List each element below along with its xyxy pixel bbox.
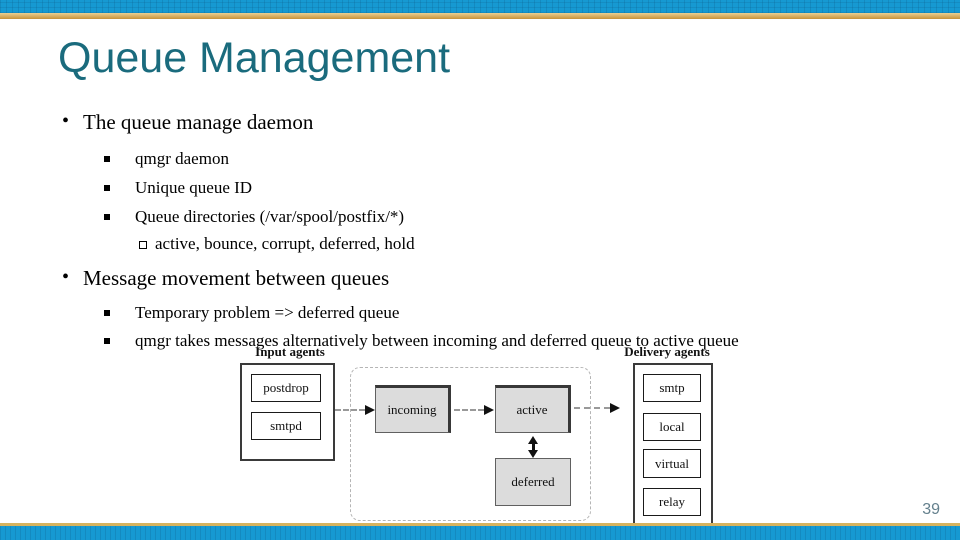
virtual-box: virtual [643,449,701,478]
deferred-queue-box: deferred [495,458,571,506]
arrow-active-to-delivery [574,407,610,409]
smtpd-box: smtpd [251,412,321,440]
smtpd-label: smtpd [270,418,302,433]
arrow-input-to-incoming [335,409,365,411]
arrowhead-icon [365,405,375,415]
relay-label: relay [659,494,685,509]
bullet-hollow-square-icon [139,241,147,249]
queue-region-dashed-box [350,367,591,521]
local-label: local [659,419,685,434]
bullet-square-icon [104,185,110,191]
item-text: qmgr takes messages alternatively betwee… [135,331,739,350]
local-box: local [643,413,701,441]
top-gold-bar [0,13,960,19]
page-title: Queue Management [58,34,451,82]
arrowhead-icon [484,405,494,415]
arrowhead-up-icon [528,436,538,444]
active-deferred-link [532,442,535,452]
deferred-label: deferred [511,474,555,489]
delivery-agents-label: Delivery agents [624,344,710,359]
bullet-round: • [62,266,70,288]
item-text: active, bounce, corrupt, deferred, hold [155,234,415,253]
arrowhead-down-icon [528,450,538,458]
section2-heading: Message movement between queues [83,266,390,290]
bullet-square-icon [104,214,110,220]
incoming-queue-box: incoming [375,385,451,433]
bullet-square-icon [104,310,110,316]
incoming-label: incoming [387,402,437,417]
active-queue-box: active [495,385,571,433]
bullet-square-icon [104,156,110,162]
item-text: Unique queue ID [135,178,253,197]
bottom-blue-bar [0,526,960,540]
relay-box: relay [643,488,701,516]
page-number: 39 [922,501,940,518]
item-text: qmgr daemon [135,149,229,168]
postfix-queue-diagram: Input agents postdrop smtpd incoming act… [235,344,715,525]
smtp-label: smtp [659,380,685,395]
virtual-label: virtual [655,455,689,471]
section1-heading: The queue manage daemon [83,110,314,134]
arrowhead-icon [610,403,620,413]
input-agents-label: Input agents [255,344,325,359]
arrow-incoming-to-active [454,409,484,411]
bullet-round: • [62,110,70,132]
active-label: active [516,402,548,417]
postdrop-box: postdrop [251,374,321,402]
item-text: Queue directories (/var/spool/postfix/*) [135,207,405,226]
item-text: Temporary problem => deferred queue [135,303,400,322]
top-blue-bar [0,0,960,13]
smtp-box: smtp [643,374,701,402]
postdrop-label: postdrop [263,380,309,395]
bullet-square-icon [104,338,110,344]
bottom-gold-line [0,523,960,526]
